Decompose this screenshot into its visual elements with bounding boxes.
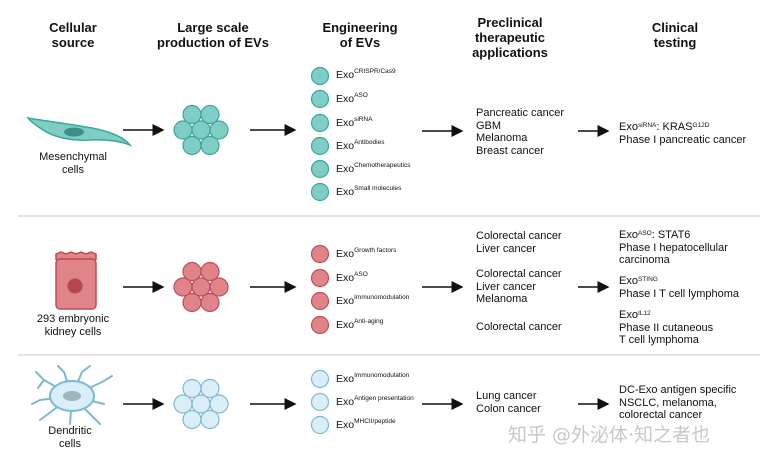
- engineered-ev-icon: [310, 369, 330, 389]
- exo-label: ExoSmall molecules: [336, 185, 402, 198]
- preclinical-list: Lung cancer Colon cancer: [476, 390, 541, 415]
- engineered-ev-icon: [310, 392, 330, 412]
- mesenchymal-cell-icon: [26, 116, 133, 147]
- exo-label: ExoChemotherapeutics: [336, 162, 411, 175]
- engineered-ev-icon: [310, 136, 330, 156]
- engineered-ev-icon: [310, 66, 330, 86]
- engineered-ev-icon: [310, 415, 330, 435]
- ev-vesicle: [200, 135, 220, 156]
- ev-vesicle: [209, 277, 229, 297]
- exo-label: ExoImmunomodulation: [336, 372, 410, 385]
- exo-label: ExosiRNA: [336, 116, 373, 129]
- exo-label: ExoAnti-aging: [336, 318, 384, 331]
- exo-label: ExoImmunomodulation: [336, 294, 410, 307]
- engineered-ev-icon: [310, 113, 330, 133]
- ev-vesicle: [209, 120, 229, 140]
- ev-vesicle: [173, 394, 193, 414]
- arrows: [123, 124, 610, 410]
- engineered-ev-icon: [310, 315, 330, 335]
- preclinical-list: Colorectal cancer Liver cancer Melanoma: [476, 268, 562, 305]
- ev-vesicle: [173, 120, 193, 140]
- clinical-entry: ExoASO: STAT6 Phase I hepatocellular car…: [619, 229, 728, 266]
- hek293-cell-icon: [55, 251, 97, 310]
- ev-vesicle: [182, 104, 202, 125]
- exo-label: ExoGrowth factors: [336, 247, 397, 260]
- ev-cluster: [173, 104, 229, 156]
- exo-label: ExoASO: [336, 92, 368, 105]
- ev-vesicle: [182, 135, 202, 156]
- ev-cluster: [173, 378, 229, 430]
- engineered-ev-icon: [310, 159, 330, 179]
- exo-label: ExoAntibodies: [336, 139, 385, 152]
- clinical-entry: ExoIL12 Phase II cutaneous T cell lympho…: [619, 309, 714, 346]
- exo-label: ExoAntigen presentation: [336, 395, 414, 408]
- preclinical-list: Colorectal cancer: [476, 321, 562, 333]
- ev-vesicle: [200, 378, 220, 399]
- ev-cluster: [173, 261, 229, 313]
- clinical-entry: DC-Exo antigen specific NSCLC, melanoma,…: [619, 384, 737, 421]
- engineered-ev-icon: [310, 244, 330, 264]
- exo-label: ExoCRISPR/Cas9: [336, 68, 396, 81]
- ev-vesicle: [182, 261, 202, 282]
- engineered-ev-icon: [310, 89, 330, 109]
- ev-vesicle: [200, 261, 220, 282]
- engineered-ev-icon: [310, 291, 330, 311]
- ev-vesicle: [182, 292, 202, 313]
- preclinical-list: Pancreatic cancer GBM Melanoma Breast ca…: [476, 107, 565, 157]
- preclinical-list: Colorectal cancer Liver cancer: [476, 230, 562, 255]
- clinical-entry: ExoSTING Phase I T cell lymphoma: [619, 275, 740, 300]
- dendritic-cell-icon: [31, 365, 113, 425]
- exo-label: ExoMHCII/peptide: [336, 418, 396, 431]
- ev-vesicle: [200, 409, 220, 430]
- clinical-entry: ExosiRNA: KRASG12D Phase I pancreatic ca…: [619, 121, 747, 146]
- ev-vesicle: [182, 378, 202, 399]
- engineered-ev-icon: [310, 182, 330, 202]
- ev-vesicle: [200, 104, 220, 125]
- ev-vesicle: [200, 292, 220, 313]
- engineered-ev-icon: [310, 268, 330, 288]
- watermark: 知乎 @外泌体·知之者也: [508, 424, 711, 446]
- ev-vesicle: [173, 277, 193, 297]
- ev-vesicle: [209, 394, 229, 414]
- ev-vesicle: [182, 409, 202, 430]
- exo-label: ExoASO: [336, 271, 368, 284]
